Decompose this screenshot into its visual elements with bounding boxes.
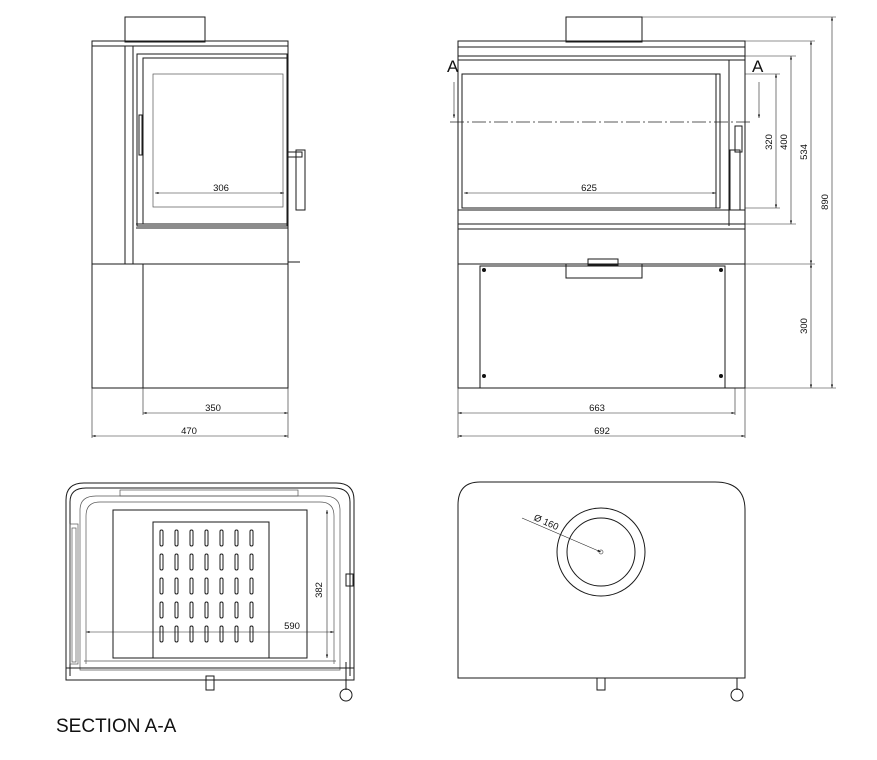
dim-front-overall-width: 470 bbox=[181, 426, 197, 437]
dim-total-height: 890 bbox=[820, 194, 831, 210]
dim-side-glass-width: 625 bbox=[581, 183, 597, 194]
front-view bbox=[91, 16, 306, 438]
grate-slot bbox=[249, 553, 254, 571]
dim-front-inner-width: 306 bbox=[213, 183, 229, 194]
top-view bbox=[457, 481, 746, 702]
dim-side-base-width: 663 bbox=[589, 403, 605, 414]
dim-section-depth: 382 bbox=[314, 582, 325, 598]
grate-slot bbox=[204, 553, 209, 571]
grate-slot bbox=[249, 625, 254, 643]
grate-slot bbox=[219, 553, 224, 571]
grate-slot bbox=[189, 625, 194, 643]
grate-slot bbox=[219, 529, 224, 547]
dim-body-height: 534 bbox=[799, 144, 810, 160]
grate-slot bbox=[159, 601, 164, 619]
grate-slot bbox=[159, 625, 164, 643]
section-mark-right: A bbox=[752, 57, 764, 76]
grate-slot bbox=[204, 577, 209, 595]
grate-slot bbox=[174, 577, 179, 595]
dim-glass-height: 320 bbox=[764, 134, 775, 150]
dim-side-overall-width: 692 bbox=[594, 426, 610, 437]
grate-slot bbox=[174, 601, 179, 619]
grate-slot bbox=[159, 529, 164, 547]
grate-slot bbox=[159, 577, 164, 595]
grate-slot bbox=[174, 529, 179, 547]
section-mark-left: A bbox=[447, 57, 459, 76]
grate-slot bbox=[189, 529, 194, 547]
grate-slot bbox=[234, 553, 239, 571]
grate-slot bbox=[204, 601, 209, 619]
grate-slot bbox=[219, 577, 224, 595]
grate-slot bbox=[189, 577, 194, 595]
grate-slot bbox=[234, 601, 239, 619]
dim-upper-height: 400 bbox=[779, 134, 790, 150]
grate-slot bbox=[174, 553, 179, 571]
dim-front-base-width: 350 bbox=[205, 403, 221, 414]
section-view bbox=[65, 482, 355, 702]
grate-slot bbox=[204, 529, 209, 547]
grate-slot bbox=[249, 601, 254, 619]
grate-slot bbox=[249, 529, 254, 547]
dim-base-height: 300 bbox=[799, 318, 810, 334]
dim-section-width: 590 bbox=[284, 621, 300, 632]
dim-flue-diameter: Ø 160 bbox=[532, 512, 560, 533]
side-view bbox=[450, 16, 836, 438]
grate-slot bbox=[234, 529, 239, 547]
grate-slot bbox=[159, 553, 164, 571]
grate-slot bbox=[204, 625, 209, 643]
grate-slots bbox=[159, 529, 254, 643]
section-caption: SECTION A-A bbox=[56, 716, 177, 737]
grate-slot bbox=[234, 625, 239, 643]
grate-slot bbox=[234, 577, 239, 595]
grate-slot bbox=[174, 625, 179, 643]
grate-slot bbox=[249, 577, 254, 595]
grate-slot bbox=[189, 553, 194, 571]
grate-slot bbox=[219, 601, 224, 619]
grate-slot bbox=[219, 625, 224, 643]
grate-slot bbox=[189, 601, 194, 619]
